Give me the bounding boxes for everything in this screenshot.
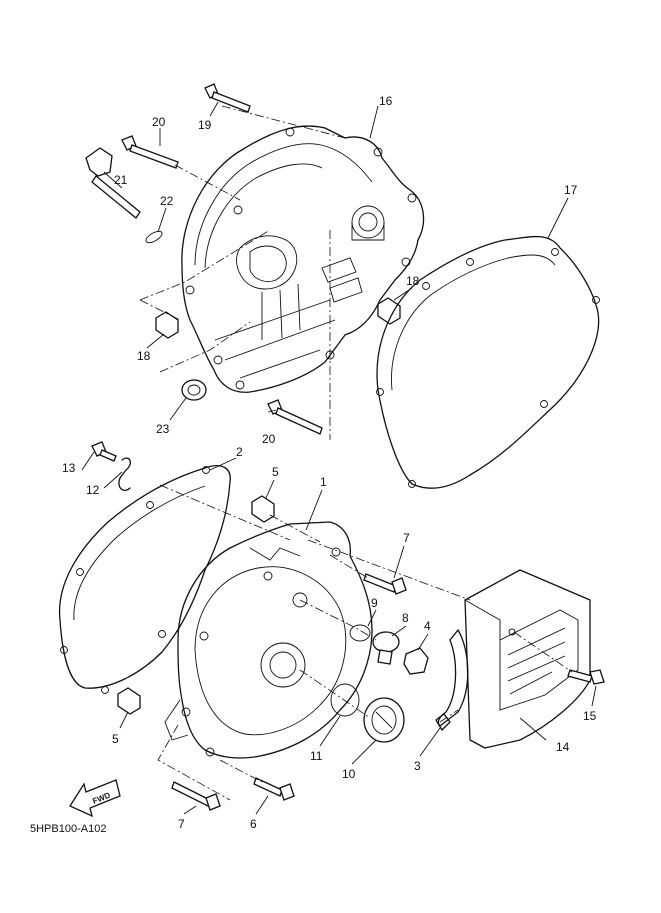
callout-12: 12 <box>86 483 100 497</box>
callout-7: 7 <box>178 817 185 831</box>
cover-14 <box>464 569 591 749</box>
callout-13: 13 <box>62 461 76 475</box>
bolt-15 <box>567 669 605 685</box>
callout-17: 17 <box>564 183 578 197</box>
guide-3 <box>437 629 469 727</box>
o-ring-22 <box>145 230 163 244</box>
callout-15: 15 <box>583 709 597 723</box>
callout-19: 19 <box>198 118 212 132</box>
callout-3: 3 <box>414 759 421 773</box>
callout-14: 14 <box>556 740 570 754</box>
callout-20: 20 <box>152 115 166 129</box>
dowel-pin-18-left <box>155 311 179 339</box>
callout-6: 6 <box>250 817 257 831</box>
callout-18: 18 <box>137 349 151 363</box>
callout-4: 4 <box>424 619 431 633</box>
dowel-pin-18-right <box>377 297 401 325</box>
diagram-code: 5HPB100-A102 <box>30 823 106 835</box>
gasket-2 <box>58 465 231 689</box>
bolt-20-lower <box>267 399 323 435</box>
plug-10 <box>363 697 405 743</box>
callout-5: 5 <box>272 465 279 479</box>
bolt-7-upper <box>363 573 407 595</box>
crankcase-cover-16 <box>181 125 425 393</box>
screw-13 <box>91 441 117 462</box>
callout-9: 9 <box>371 596 378 610</box>
callout-10: 10 <box>342 767 356 781</box>
bracket-4 <box>403 647 429 675</box>
callout-2: 2 <box>236 445 243 459</box>
callout-11: 11 <box>310 749 323 763</box>
callout-23: 23 <box>156 422 170 436</box>
dowel-pin-5-upper <box>251 495 275 523</box>
o-ring-11 <box>330 683 360 717</box>
oil-seal-23 <box>181 379 207 401</box>
callout-20: 20 <box>262 432 276 446</box>
callout-8: 8 <box>402 611 409 625</box>
callout-22: 22 <box>160 194 174 208</box>
fwd-arrow: FWD <box>69 779 121 818</box>
callout-1: 1 <box>320 475 327 489</box>
dowel-pin-5-lower <box>117 687 141 715</box>
callout-21: 21 <box>114 173 128 187</box>
bolt-6 <box>253 777 295 801</box>
bolt-7-lower <box>171 781 221 811</box>
oil-level-dipstick-21 <box>85 147 141 219</box>
crankcase-cover-1 <box>164 521 373 759</box>
plug-8 <box>372 631 400 665</box>
callout-7: 7 <box>403 531 410 545</box>
o-ring-9 <box>349 624 371 642</box>
callout-18: 18 <box>406 274 420 288</box>
bolt-20-upper <box>121 135 179 169</box>
bolt-19 <box>204 83 251 113</box>
clamp-12 <box>118 457 132 492</box>
gasket-17 <box>376 235 600 489</box>
callout-5: 5 <box>112 732 119 746</box>
callout-16: 16 <box>379 94 393 108</box>
